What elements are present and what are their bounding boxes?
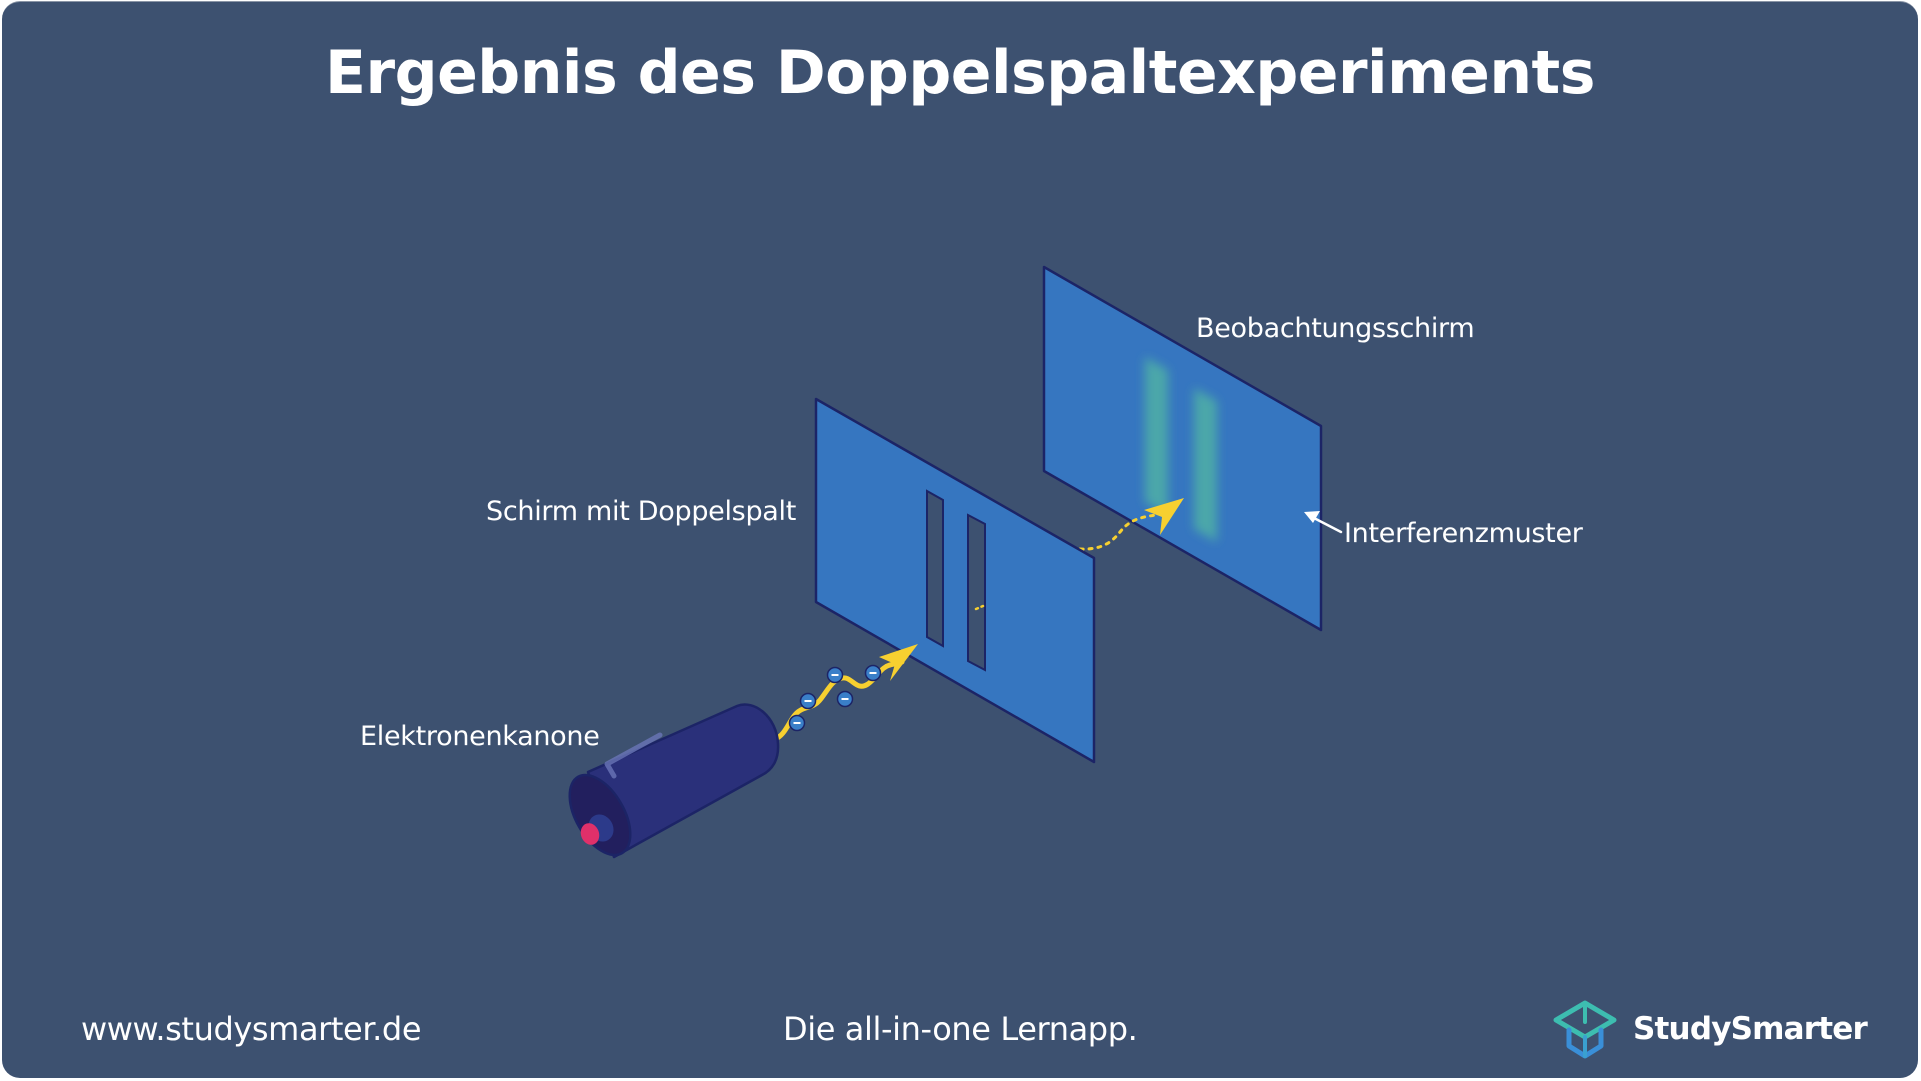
arrowhead-icon <box>879 644 918 681</box>
electrons <box>788 664 882 732</box>
slit-1 <box>926 489 944 648</box>
arrowhead-icon <box>1144 498 1184 535</box>
electron-gun <box>568 703 780 859</box>
electron-icon <box>826 666 844 684</box>
label-observation-screen: Beobachtungsschirm <box>1196 313 1475 344</box>
slit-2 <box>967 513 986 672</box>
electron-icon <box>788 714 806 732</box>
electron-icon <box>799 692 817 710</box>
studysmarter-logo-icon <box>1553 1000 1617 1059</box>
observation-screen <box>1042 265 1323 632</box>
interference-pattern-bands <box>1145 357 1217 542</box>
brand-name: StudySmarter <box>1633 1011 1868 1047</box>
emitter-dot <box>580 823 600 845</box>
electron-trajectory-dotted <box>1078 498 1184 551</box>
label-double-slit-screen: Schirm mit Doppelspalt <box>486 496 797 527</box>
double-slit-screen <box>814 397 1096 764</box>
label-electron-gun: Elektronenkanone <box>360 721 600 752</box>
interference-label-arrow <box>1304 511 1343 534</box>
electron-icon <box>864 664 882 682</box>
footer-url-link[interactable]: www.studysmarter.de <box>81 1010 422 1048</box>
label-interference-pattern: Interferenzmuster <box>1344 518 1583 549</box>
electron-icon <box>836 690 854 708</box>
footer-tagline: Die all-in-one Lernapp. <box>783 1010 1138 1048</box>
page-title: Ergebnis des Doppelspaltexperiments <box>325 38 1595 108</box>
